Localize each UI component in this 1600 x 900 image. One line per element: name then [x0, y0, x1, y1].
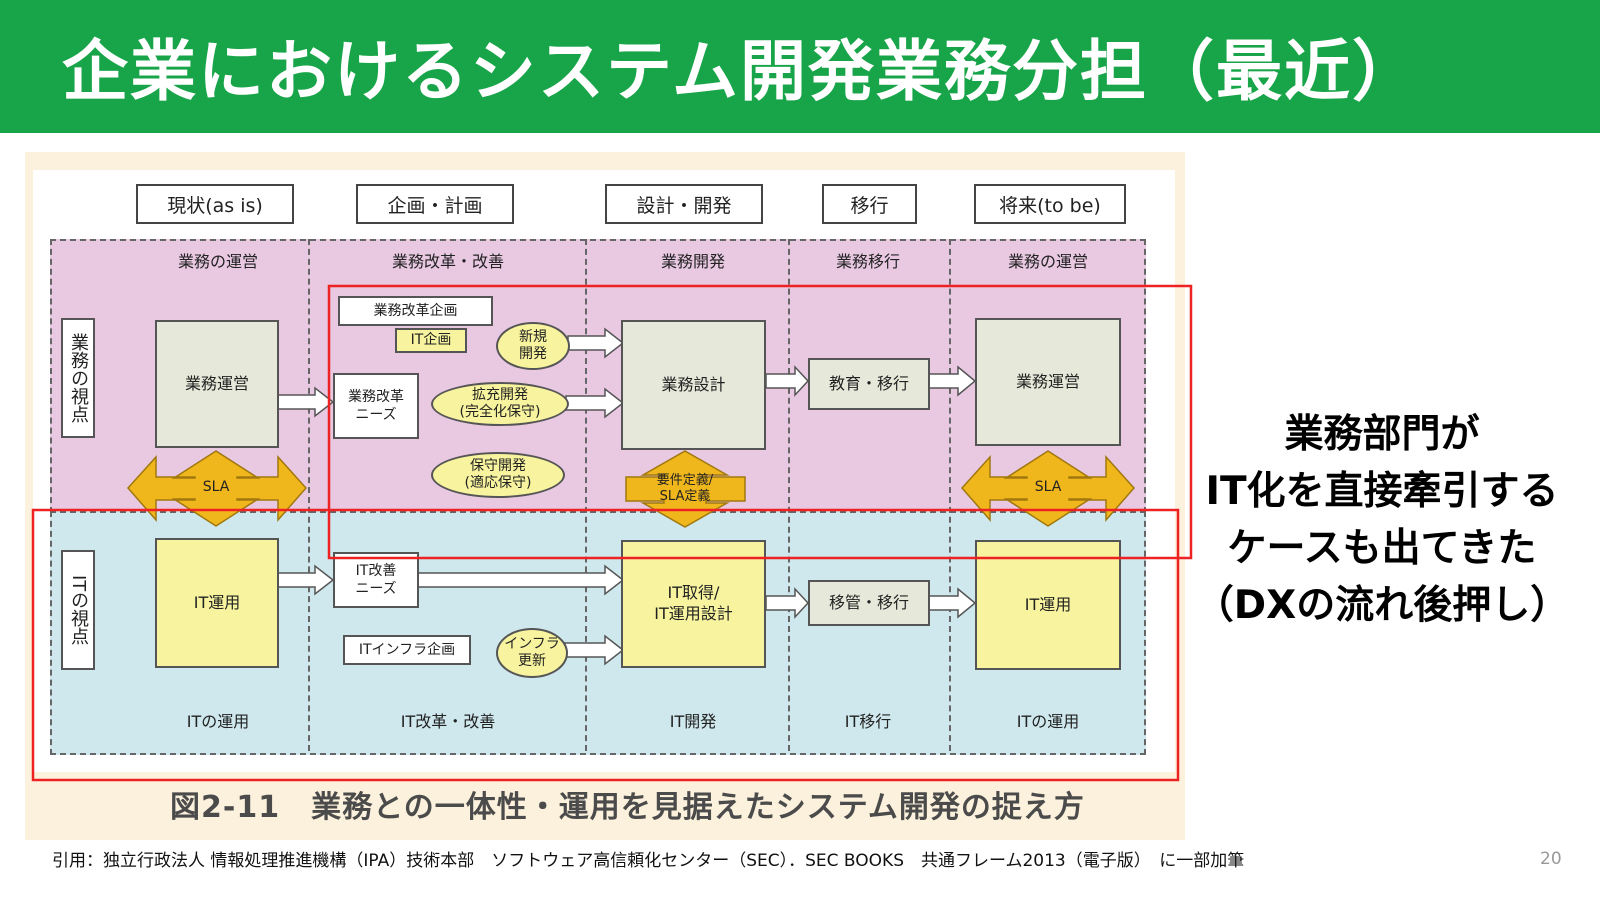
- it-column-label: IT改革・改善: [400, 712, 496, 731]
- it-column-label: ITの運用: [1016, 712, 1080, 731]
- business-operations-future-box: 業務運営: [975, 318, 1121, 446]
- page-number: 20: [1540, 849, 1562, 869]
- it-viewpoint-label: ITの視点: [61, 550, 95, 670]
- slide-title: 企業におけるシステム開発業務分担（最近）: [62, 33, 1421, 110]
- figure-caption: 図2-11 業務との一体性・運用を見据えたシステム開発の捉え方: [170, 790, 1085, 825]
- requirements-connector: [625, 450, 746, 528]
- it-column-label: IT開発: [669, 712, 717, 731]
- column-divider: [788, 239, 790, 751]
- business-viewpoint-text: 業務の視点: [68, 333, 89, 423]
- phase-header-migration: 移行: [822, 184, 917, 224]
- callout-line: 業務部門が: [1284, 412, 1480, 457]
- arrow-ops-to-needs: [277, 386, 335, 418]
- it-infrastructure-plan-box: ITインフラ企画: [343, 635, 471, 665]
- callout-text: 業務部門が IT化を直接牽引する ケースも出てきた （DXの流れ後押し）: [1182, 406, 1582, 634]
- title-bar: 企業におけるシステム開発業務分担（最近）: [0, 0, 1600, 133]
- business-column-label: 業務の運営: [1007, 252, 1088, 271]
- business-design-box: 業務設計: [621, 320, 766, 450]
- it-column-label: ITの運用: [186, 712, 250, 731]
- transfer-migration-box: 移管・移行: [808, 580, 930, 626]
- business-column-label: 業務開発: [660, 252, 725, 271]
- diagram-area: 現状(as is) 企画・計画 設計・開発 移行 将来(to be) 業務の運営…: [33, 170, 1175, 772]
- sla-left-connector: [126, 450, 308, 527]
- phase-header-as-is: 現状(as is): [136, 184, 294, 224]
- phase-header-development: 設計・開発: [605, 184, 763, 224]
- it-operations-future-box: IT運用: [975, 540, 1121, 670]
- arrow-education-to-ops: [928, 365, 977, 397]
- sla-right-connector: [960, 450, 1136, 527]
- arrow-extension-dev: [565, 387, 625, 419]
- new-development-ellipse: 新規 開発: [496, 322, 570, 370]
- arrow-acquisition-to-transfer: [765, 587, 810, 619]
- column-divider: [308, 239, 310, 751]
- it-area-highlight: [31, 508, 1180, 782]
- it-viewpoint-text: ITの視点: [68, 574, 89, 646]
- it-improvement-needs-box: IT改善 ニーズ: [333, 552, 419, 608]
- business-reform-needs-box: 業務改革 ニーズ: [333, 373, 419, 439]
- citation-text: 引用：独立行政法人 情報処理推進機構（IPA）技術本部 ソフトウェア高信頼化セン…: [52, 851, 1245, 871]
- business-column-label: 業務の運営: [177, 252, 258, 271]
- sla-right-label: SLA: [1034, 479, 1062, 495]
- it-column-label: IT移行: [844, 712, 892, 731]
- arrow-design-to-education: [765, 365, 810, 397]
- column-divider: [949, 239, 951, 751]
- figure-panel: 現状(as is) 企画・計画 設計・開発 移行 将来(to be) 業務の運営…: [25, 152, 1185, 840]
- maintenance-development-ellipse: 保守開発 (適応保守): [431, 452, 565, 498]
- it-plan-box: IT企画: [395, 328, 467, 353]
- requirements-label: 要件定義/ SLA定義: [656, 473, 714, 504]
- business-column-label: 業務改革・改善: [391, 252, 504, 271]
- column-divider: [585, 239, 587, 751]
- it-acquisition-design-box: IT取得/ IT運用設計: [621, 540, 766, 668]
- callout-line: IT化を直接牽引する: [1205, 469, 1559, 514]
- callout-line: （DXの流れ後押し）: [1194, 583, 1570, 628]
- education-migration-box: 教育・移行: [808, 358, 930, 410]
- infrastructure-update-ellipse: インフラ 更新: [496, 628, 568, 678]
- callout-line: ケースも出てきた: [1227, 526, 1537, 571]
- extension-development-ellipse: 拡充開発 (完全化保守): [431, 382, 569, 426]
- it-operations-current-box: IT運用: [155, 538, 279, 668]
- arrow-transfer-to-ops: [928, 587, 977, 619]
- arrow-layer: [126, 327, 1136, 666]
- business-viewpoint-label: 業務の視点: [61, 318, 95, 438]
- phase-header-to-be: 将来(to be): [974, 184, 1126, 224]
- business-led-highlight: [327, 284, 1193, 560]
- arrow-itops-to-needs: [277, 564, 335, 596]
- arrow-needs-to-acquisition: [417, 564, 625, 596]
- phase-header-planning: 企画・計画: [356, 184, 514, 224]
- arrow-new-dev: [567, 327, 625, 359]
- sla-left-label: SLA: [202, 479, 230, 495]
- business-reform-plan-box: 業務改革企画: [338, 296, 493, 326]
- business-column-label: 業務移行: [835, 252, 900, 271]
- business-operations-current-box: 業務運営: [155, 320, 279, 448]
- arrow-infra-update: [564, 634, 625, 666]
